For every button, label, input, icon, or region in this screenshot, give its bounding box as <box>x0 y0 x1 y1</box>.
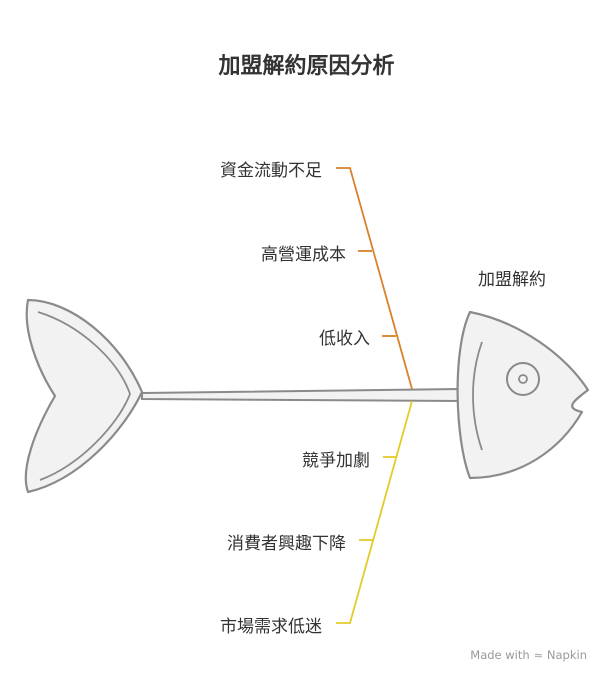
cause-label-low-income: 低收入 <box>319 329 370 349</box>
cause-label-cash-flow: 資金流動不足 <box>220 161 322 181</box>
cause-label-competition: 競爭加劇 <box>302 451 370 471</box>
top-branch-line <box>336 167 413 390</box>
fish-tail-inner-line <box>37 311 131 481</box>
fish-spine <box>141 387 461 403</box>
effect-label: 加盟解約 <box>478 270 546 290</box>
fish-gill-line <box>472 341 483 451</box>
watermark-prefix: Made with <box>470 648 530 662</box>
fish-eye-inner <box>518 374 528 384</box>
diagram-title: 加盟解約原因分析 <box>218 54 395 79</box>
cause-label-market-demand: 市場需求低迷 <box>220 617 322 637</box>
napkin-logo-icon: ≈ <box>533 648 543 662</box>
cause-label-operating-cost: 高營運成本 <box>261 245 346 265</box>
cause-label-consumer-interest: 消費者興趣下降 <box>227 534 346 554</box>
watermark: Made with ≈ Napkin <box>470 648 587 662</box>
watermark-brand: Napkin <box>546 648 587 662</box>
fish-tail <box>24 298 144 494</box>
bottom-branch-line <box>336 400 413 624</box>
